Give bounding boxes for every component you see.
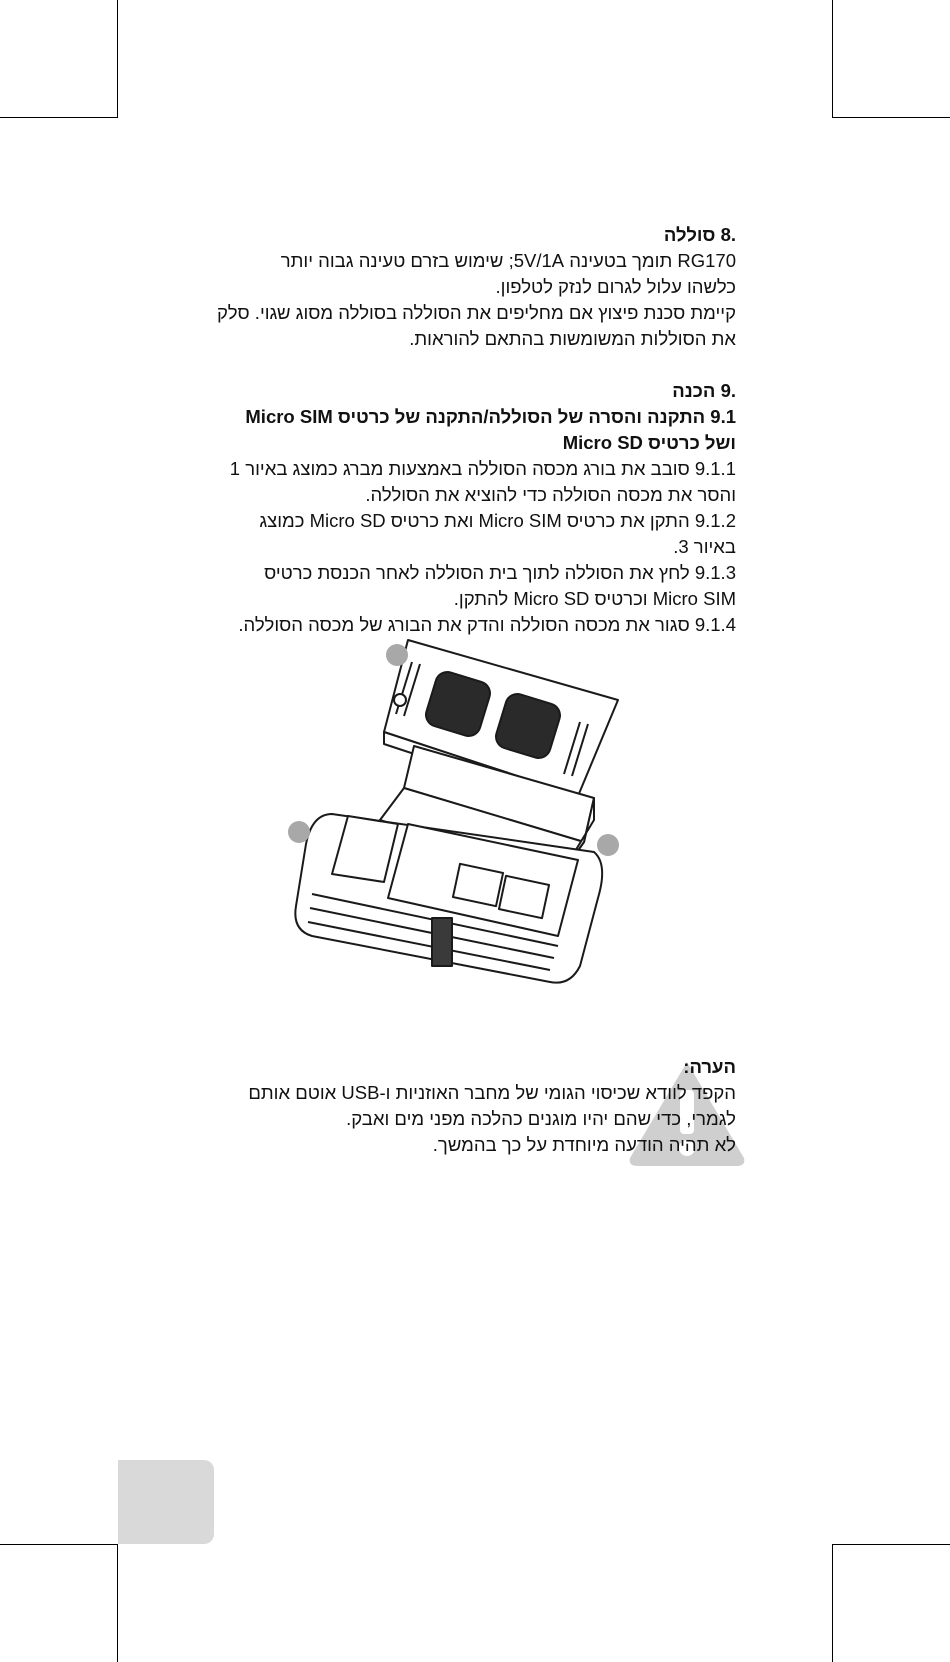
- step-9-1-1-line-2: והסר את מכסה הסוללה כדי להוציא את הסוללה…: [365, 484, 736, 505]
- note-line-2: לגמרי, כדי שהם יהיו מוגנים כהלכה מפני מי…: [346, 1108, 736, 1129]
- crop-mark-top-left-vertical: [117, 0, 118, 118]
- crop-mark-bottom-right-vertical: [832, 1544, 833, 1662]
- step-9-1-3-line-1: 9.1.3 לחץ את הסוללה לתוך בית הסוללה לאחר…: [264, 562, 736, 583]
- step-9-1-3-line-2: Micro SIM וכרטיס Micro SD להתקן.: [453, 588, 736, 609]
- warning-icon: [629, 1062, 745, 1166]
- crop-mark-top-left-horizontal: [0, 117, 118, 118]
- crop-mark-top-right-horizontal: [832, 117, 950, 118]
- section-8-line-4: את הסוללות המשומשות בהתאם להוראות.: [409, 328, 736, 349]
- note-heading: הערה:: [683, 1056, 736, 1077]
- section-8-heading: .8 סוללה: [663, 224, 736, 245]
- crop-mark-bottom-left-vertical: [117, 1544, 118, 1662]
- spacer: [176, 352, 736, 378]
- section-9-heading: .9 הכנה: [672, 380, 736, 401]
- section-8-line-3: קיימת סכנת פיצוץ אם מחליפים את הסוללה בס…: [217, 302, 736, 323]
- note-line-3: לא תהיה הודעה מיוחדת על כך בהמשך.: [432, 1134, 736, 1155]
- step-9-1-2-line-1: 9.1.2 התקן את כרטיס Micro SIM ואת כרטיס …: [259, 510, 736, 531]
- step-9-1-2-line-2: באיור 3.: [673, 536, 736, 557]
- section-9-1-heading-line-2: ושל כרטיס Micro SD: [562, 432, 736, 453]
- section-8-line-2: כלשהו עלול לגרום לנזק לטלפון.: [495, 276, 736, 297]
- step-9-1-1-line-1: 9.1.1 סובב את בורג מכסה הסוללה באמצעות מ…: [229, 458, 736, 479]
- figure-marker-3: [597, 834, 619, 856]
- crop-mark-bottom-left-horizontal: [0, 1544, 118, 1545]
- note-line-1: הקפד לוודא שכיסוי הגומי של מחבר האוזניות…: [248, 1082, 736, 1103]
- manual-text: .8 סוללה RG170 תומך בטעינה 5V/1A; שימוש …: [176, 222, 736, 638]
- step-9-1-4-line-1: 9.1.4 סגור את מכסה הסוללה והדק את הבורג …: [238, 614, 736, 635]
- note-text: הערה: הקפד לוודא שכיסוי הגומי של מחבר הא…: [176, 1054, 736, 1158]
- crop-mark-bottom-right-horizontal: [832, 1544, 950, 1545]
- figure-marker-2: [288, 821, 310, 843]
- section-9-1-heading-line-1: 9.1 התקנה והסרה של הסוללה/התקנה של כרטיס…: [245, 406, 736, 427]
- section-8-line-1: RG170 תומך בטעינה 5V/1A; שימוש בזרם טעינ…: [280, 250, 736, 271]
- page-tab: [118, 1460, 214, 1544]
- crop-mark-top-right-vertical: [832, 0, 833, 118]
- figure-marker-1: [386, 644, 408, 666]
- battery-installation-illustration: [288, 639, 619, 984]
